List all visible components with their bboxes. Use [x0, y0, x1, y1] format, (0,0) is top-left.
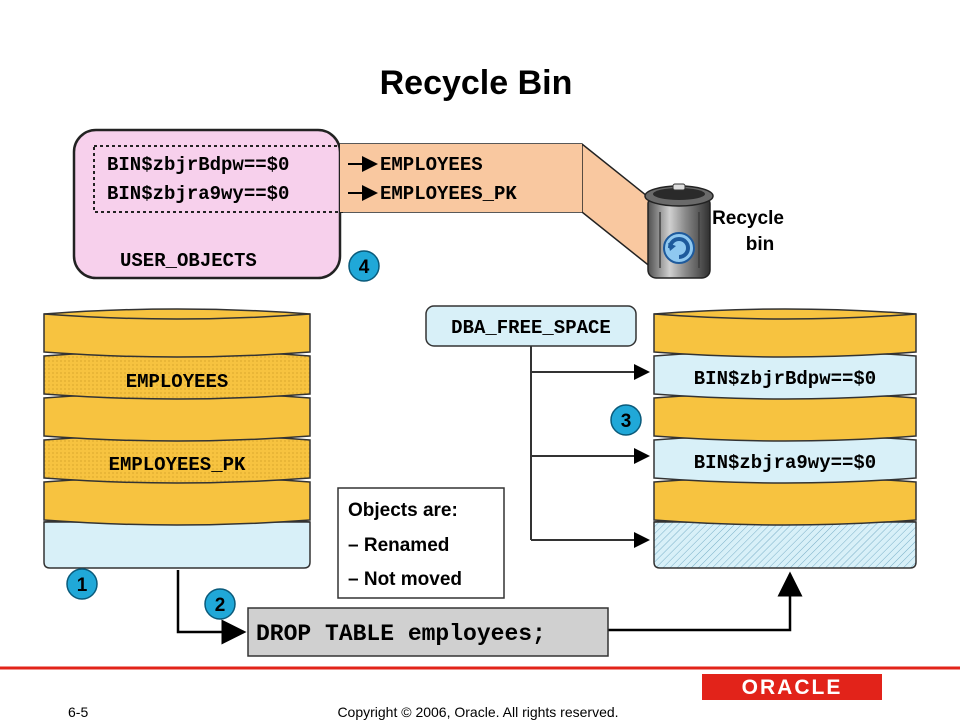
right-layer-5	[653, 476, 917, 526]
user-objects-label: USER_OBJECTS	[120, 250, 257, 272]
step-badge-2: 2	[204, 588, 236, 620]
step-badge-3-label: 3	[621, 411, 632, 432]
left-layer-5	[43, 476, 311, 526]
right-layer-bin-pk-label: BIN$zbjra9wy==$0	[694, 452, 876, 474]
right-layer-1	[653, 308, 917, 358]
step-badge-4: 4	[348, 250, 380, 282]
objects-note-item-not-moved: – Not moved	[348, 569, 462, 590]
user-objects-row-backdrop	[340, 144, 582, 212]
page-title: Recycle Bin	[380, 64, 573, 102]
right-layer-bin-employees-label: BIN$zbjrBdpw==$0	[694, 368, 876, 390]
left-tablespace-cylinder	[43, 308, 311, 569]
step-badge-2-label: 2	[215, 595, 226, 616]
step-badge-4-label: 4	[359, 257, 370, 278]
objects-note-heading: Objects are:	[348, 500, 458, 521]
drop-table-command: DROP TABLE employees;	[256, 621, 546, 647]
command-flow-lines	[176, 570, 803, 645]
right-layer-free-space	[653, 521, 917, 569]
oracle-logo-text: ORACLE	[742, 676, 843, 699]
bin-name-2: BIN$zbjra9wy==$0	[107, 183, 289, 205]
original-name-2: EMPLOYEES_PK	[380, 183, 517, 205]
free-space-connectors	[530, 346, 650, 548]
recycle-bin-icon	[644, 183, 714, 279]
dba-free-space-label: DBA_FREE_SPACE	[451, 317, 611, 339]
step-badge-1-label: 1	[77, 575, 88, 596]
footer-copyright: Copyright © 2006, Oracle. All rights res…	[337, 704, 618, 720]
left-layer-employees-label: EMPLOYEES	[126, 371, 229, 393]
left-layer-3	[43, 392, 311, 442]
original-name-1: EMPLOYEES	[380, 154, 483, 176]
footer-page-number: 6-5	[68, 704, 88, 720]
drop-table-command-box	[247, 607, 609, 657]
left-layer-employees-pk-label: EMPLOYEES_PK	[109, 454, 246, 476]
left-layer-1	[43, 308, 311, 358]
recycle-bin-label-line2: bin	[746, 234, 775, 255]
right-tablespace-cylinder	[653, 308, 917, 569]
right-layer-3	[653, 392, 917, 442]
user-objects-dotted-selection	[93, 145, 343, 213]
objects-note-box	[337, 487, 505, 599]
step-badge-1: 1	[66, 568, 98, 600]
objects-note-item-renamed: – Renamed	[348, 535, 449, 556]
recycle-bin-label-line1: Recycle	[712, 208, 784, 229]
step-badge-3: 3	[610, 404, 642, 436]
oracle-logo: ORACLE	[702, 674, 882, 700]
bin-name-1: BIN$zbjrBdpw==$0	[107, 154, 289, 176]
